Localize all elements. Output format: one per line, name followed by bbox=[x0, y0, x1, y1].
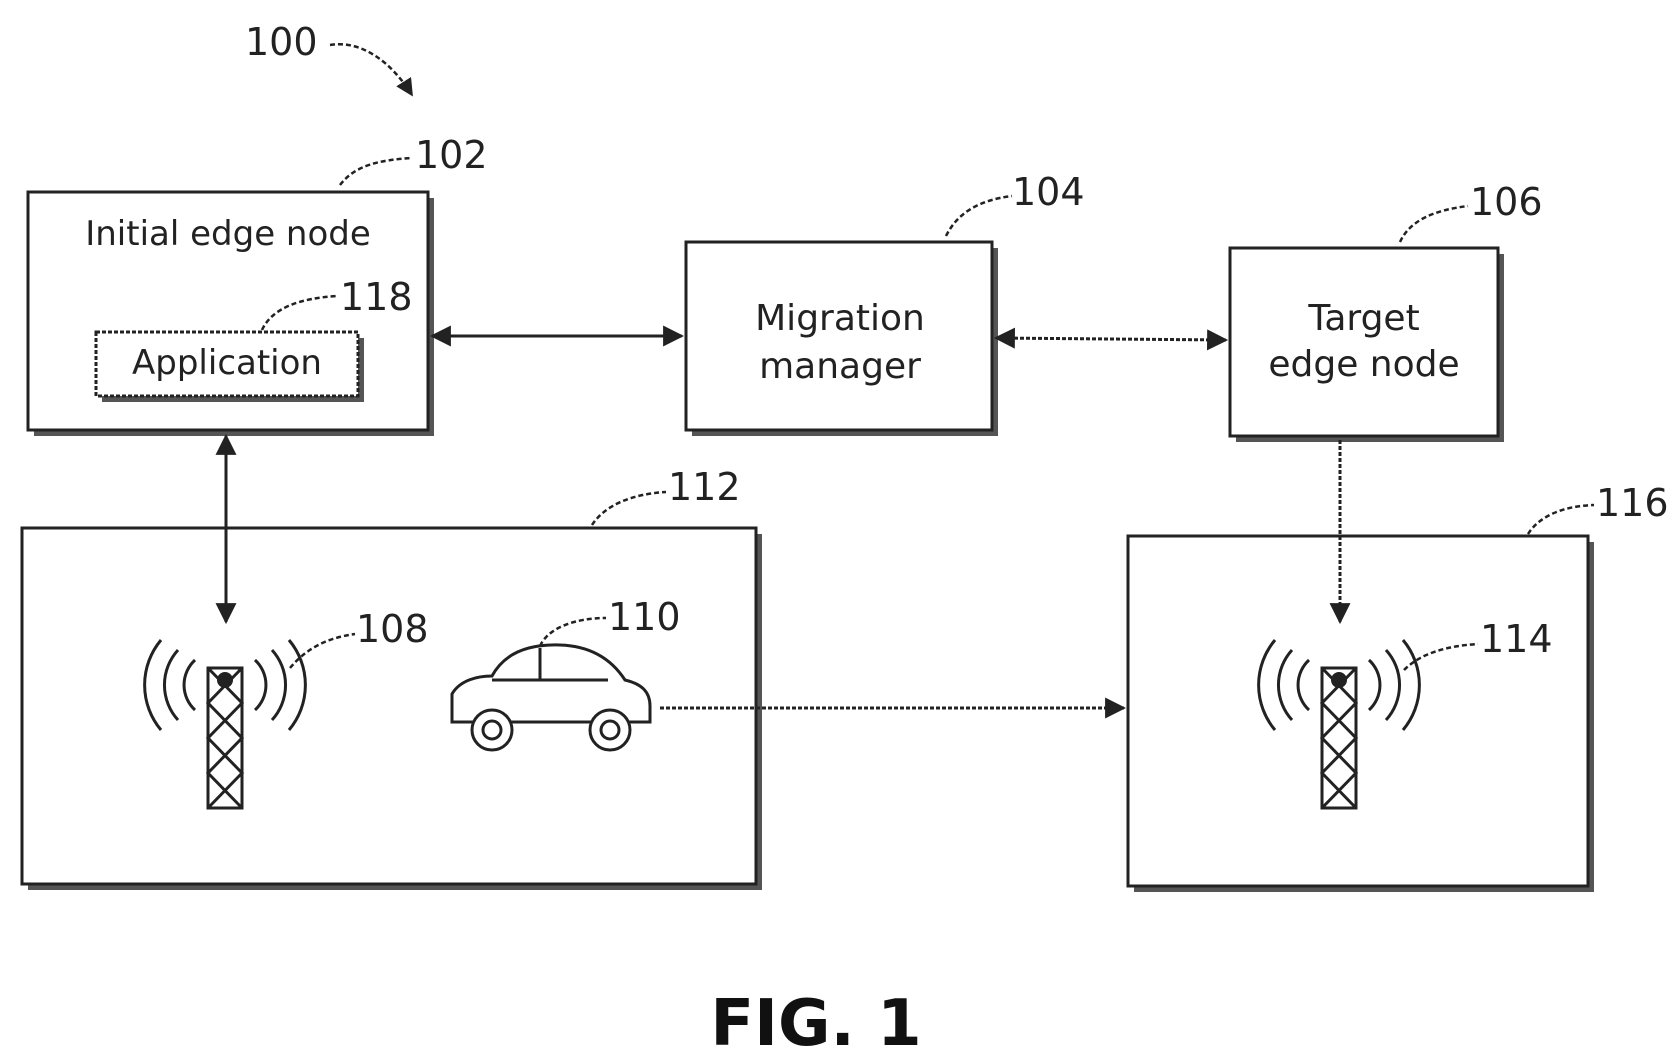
tower-one-ref: 108 bbox=[356, 607, 429, 651]
target-edge-node-label-2: edge node bbox=[1268, 344, 1459, 385]
target-edge-node-label-1: Target bbox=[1307, 298, 1419, 339]
target-edge-node: Target edge node bbox=[1230, 248, 1504, 442]
application-ref: 118 bbox=[340, 275, 413, 319]
initial-edge-node-leader bbox=[340, 158, 412, 185]
coverage-area-one-leader bbox=[592, 492, 666, 525]
initial-edge-node-ref: 102 bbox=[415, 133, 488, 177]
coverage-area-one-ref: 112 bbox=[668, 465, 741, 509]
tower-two-ref: 114 bbox=[1480, 617, 1553, 661]
system-ref-leader bbox=[330, 44, 412, 95]
manager-to-target-arrow bbox=[996, 338, 1226, 340]
initial-edge-node-label: Initial edge node bbox=[85, 214, 371, 254]
figure-caption: FIG. 1 bbox=[710, 987, 921, 1061]
migration-manager-ref: 104 bbox=[1012, 170, 1085, 214]
coverage-area-two-ref: 116 bbox=[1596, 481, 1669, 525]
migration-manager-label-1: Migration bbox=[755, 298, 925, 339]
migration-manager-label-2: manager bbox=[759, 346, 921, 387]
coverage-area-two-leader bbox=[1528, 505, 1594, 534]
coverage-area-two bbox=[1128, 536, 1594, 892]
application-box: Application bbox=[96, 332, 364, 402]
system-ref-label: 100 bbox=[245, 20, 318, 64]
target-edge-node-ref: 106 bbox=[1470, 180, 1543, 224]
migration-manager: Migration manager bbox=[686, 242, 998, 436]
application-label: Application bbox=[132, 343, 322, 383]
migration-manager-leader bbox=[946, 196, 1012, 236]
vehicle-ref: 110 bbox=[608, 595, 681, 639]
target-edge-node-leader bbox=[1400, 206, 1468, 242]
